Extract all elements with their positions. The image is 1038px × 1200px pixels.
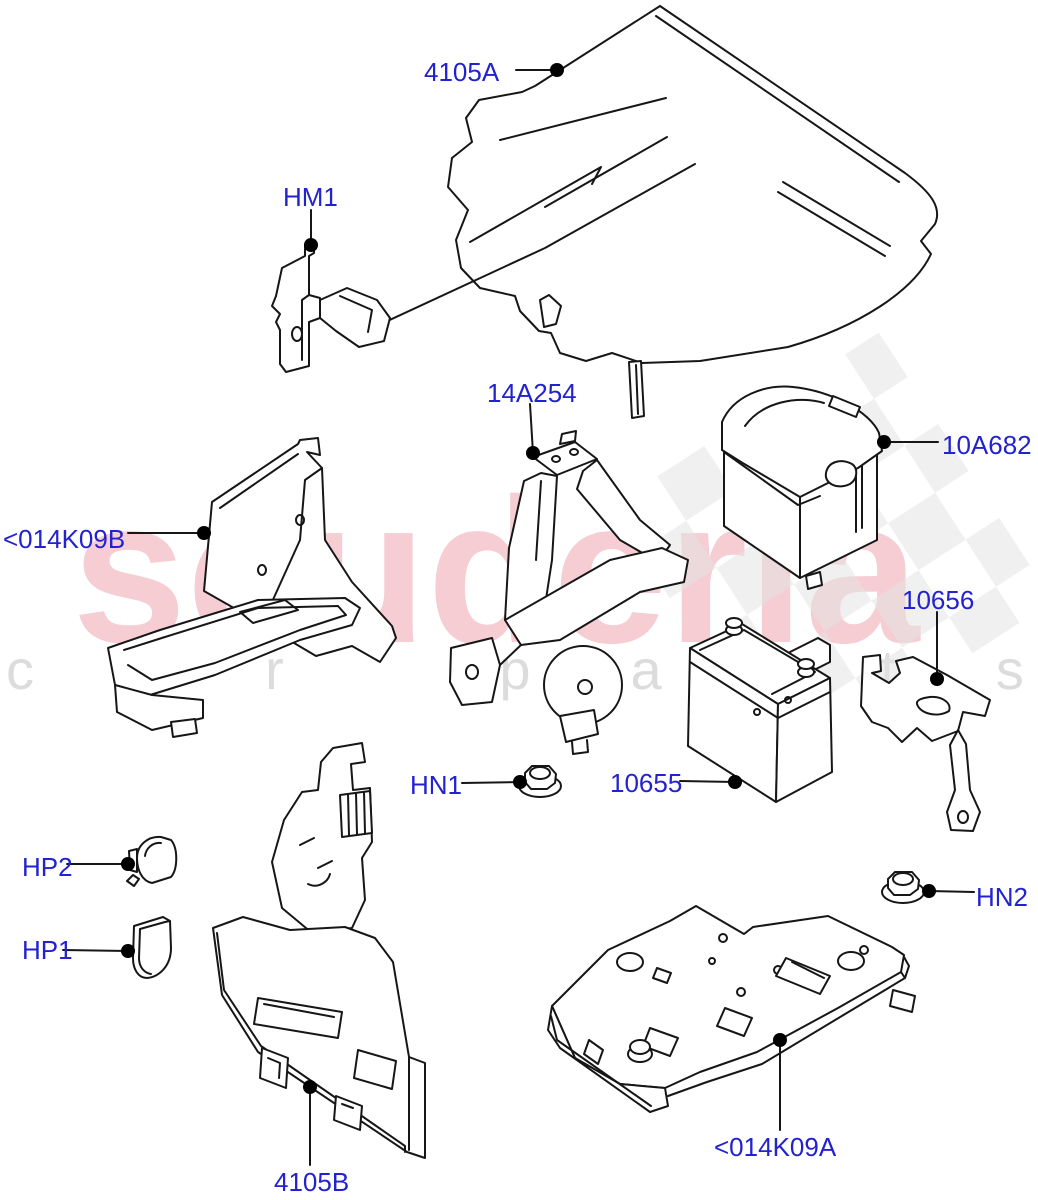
part-label-10656: 10656 (902, 585, 975, 615)
leader-hp1 (62, 944, 135, 958)
part-10a682-cover-drawing (721, 385, 883, 590)
leader-10655 (679, 775, 742, 789)
part-label-4105a: 4105A (424, 57, 500, 87)
leader-4105a (515, 63, 564, 77)
part-label-10655: 10655 (610, 768, 683, 798)
leader-hp2 (66, 857, 135, 871)
leader-014k09b (127, 526, 211, 540)
leader-10656 (930, 611, 944, 686)
part-label-hn1: HN1 (410, 770, 463, 800)
part-4105b-panel-drawing (212, 742, 426, 1159)
leader-hn1 (461, 775, 527, 789)
leader-10a682 (877, 435, 939, 449)
part-label-hp1: HP1 (22, 935, 73, 965)
part-14a254-bracket-drawing (449, 430, 689, 755)
part-10656-bracket-drawing (860, 654, 991, 832)
part-10655-battery-drawing (687, 617, 833, 803)
part-label-hp2: HP2 (22, 852, 73, 882)
part-hp1-cover-drawing (132, 916, 172, 979)
part-label-014k09b: <014K09B (3, 524, 126, 554)
leader-hm1 (304, 209, 318, 252)
part-label-hm1: HM1 (283, 182, 338, 212)
part-014k09a-plate-drawing (547, 905, 916, 1113)
leader-014k09a (773, 1033, 787, 1131)
leader-14a254 (526, 403, 540, 460)
part-014k09b-tray-drawing (107, 437, 397, 738)
part-label-14a254: 14A254 (487, 378, 577, 408)
part-label-014k09a: <014K09A (714, 1132, 837, 1162)
part-hn2-nut-drawing (881, 871, 925, 904)
leader-4105b (303, 1080, 317, 1166)
part-hm1-bracket-drawing (271, 242, 391, 373)
leader-hn2 (922, 884, 975, 898)
part-4105a-cover-drawing (367, 5, 939, 419)
part-label-4105b: 4105B (274, 1167, 350, 1197)
part-label-10a682: 10A682 (942, 430, 1032, 460)
part-label-hn2: HN2 (976, 882, 1029, 912)
